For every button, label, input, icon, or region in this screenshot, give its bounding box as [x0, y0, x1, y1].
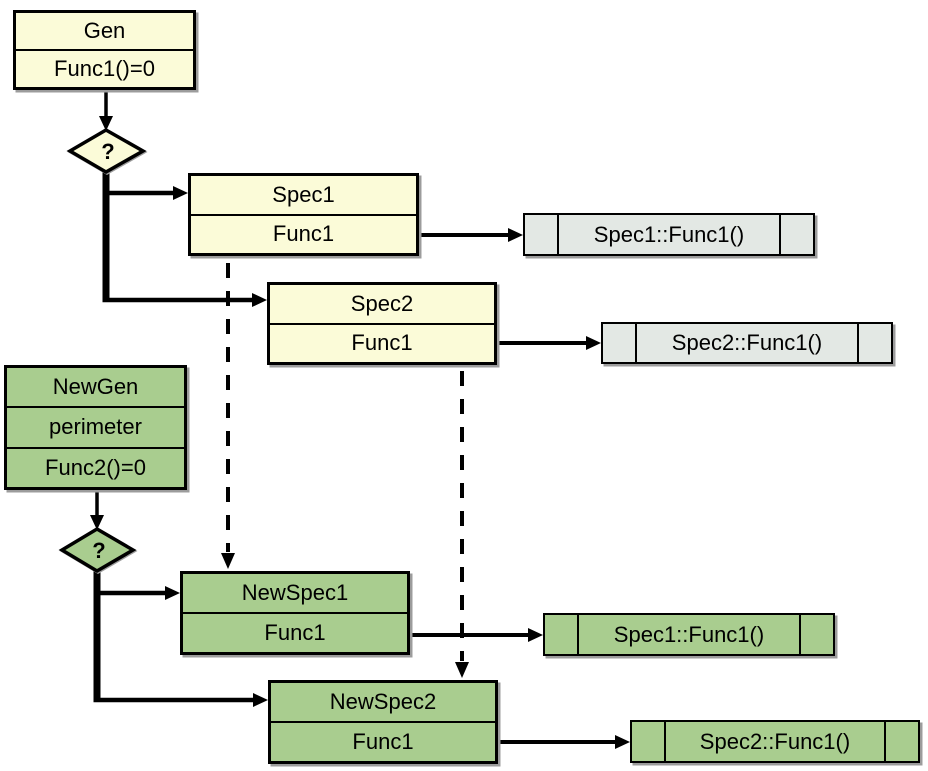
dashed-arrow-spec2-to-newspec2-arrowhead	[455, 662, 469, 678]
method-cell-left	[632, 722, 666, 761]
method-box-spec1-func1-gray: Spec1::Func1()	[523, 213, 815, 256]
method-label-spec2-func1-green: Spec2::Func1()	[699, 728, 851, 754]
class-member-newgen-perimeter: perimeter	[7, 406, 184, 446]
decision2-label: ?	[92, 538, 105, 563]
arrow-newspec1-func1-to-impl-arrowhead	[528, 628, 543, 642]
method-box-spec2-func1-gray: Spec2::Func1()	[601, 322, 893, 364]
class-box-gen: Gen Func1()=0	[13, 10, 196, 90]
method-box-spec2-func1-green: Spec2::Func1()	[630, 720, 920, 763]
arrow-decision2-to-newspec1-arrowhead	[165, 586, 180, 600]
decision1-diamond	[66, 127, 147, 175]
class-member-newspec2-func1: Func1	[271, 721, 495, 761]
arrow-newgen-to-decision2-arrowhead	[90, 515, 104, 530]
decision1-label: ?	[101, 139, 114, 164]
class-box-newgen: NewGen perimeter Func2()=0	[4, 365, 187, 490]
method-cell-left	[545, 615, 579, 654]
arrow-decision2-to-newspec2-arrowhead	[253, 693, 268, 707]
arrow-spec2-func1-to-impl-arrowhead	[586, 336, 601, 350]
dashed-arrow-spec1-to-newspec1-arrowhead	[221, 553, 235, 569]
method-cell-left	[525, 215, 559, 254]
class-title-newgen: NewGen	[52, 374, 139, 400]
class-member-gen-func1: Func1()=0	[16, 49, 193, 87]
arrow-gen-to-decision1-arrowhead	[99, 116, 113, 131]
class-title-spec1: Spec1	[272, 181, 335, 207]
class-box-spec1: Spec1 Func1	[188, 173, 419, 256]
arrow-spec1-func1-to-impl-arrowhead	[508, 228, 523, 242]
method-label-spec1-func1-gray: Spec1::Func1()	[593, 221, 745, 247]
class-title-newspec2: NewSpec2	[329, 689, 437, 714]
class-member-newspec1-func1: Func1	[183, 612, 407, 652]
class-title-gen: Gen	[83, 18, 126, 43]
class-member-spec1-func1: Func1	[191, 213, 416, 254]
method-cell-right	[857, 324, 891, 362]
class-member-spec2-func1: Func1	[270, 322, 494, 363]
class-title-spec2: Spec2	[350, 290, 414, 316]
method-label-spec1-func1-green: Spec1::Func1()	[613, 621, 765, 647]
class-member-newgen-func2: Func2()=0	[7, 446, 184, 487]
method-cell-right	[884, 722, 918, 761]
arrow-newspec2-func1-to-impl-arrowhead	[615, 735, 630, 749]
arrow-decision1-to-spec1-arrowhead	[173, 186, 188, 200]
method-box-spec1-func1-green: Spec1::Func1()	[543, 613, 835, 656]
class-box-spec2: Spec2 Func1	[267, 282, 497, 365]
class-box-newspec2: NewSpec2 Func1	[268, 680, 498, 764]
method-label-spec2-func1-gray: Spec2::Func1()	[671, 330, 823, 355]
class-box-newspec1: NewSpec1 Func1	[180, 571, 410, 655]
method-cell-left	[603, 324, 637, 362]
method-cell-right	[779, 215, 813, 254]
method-cell-right	[799, 615, 833, 654]
arrow-decision1-to-spec2-arrowhead	[252, 293, 267, 307]
decision2-diamond	[58, 526, 137, 574]
class-title-newspec1: NewSpec1	[241, 580, 349, 605]
